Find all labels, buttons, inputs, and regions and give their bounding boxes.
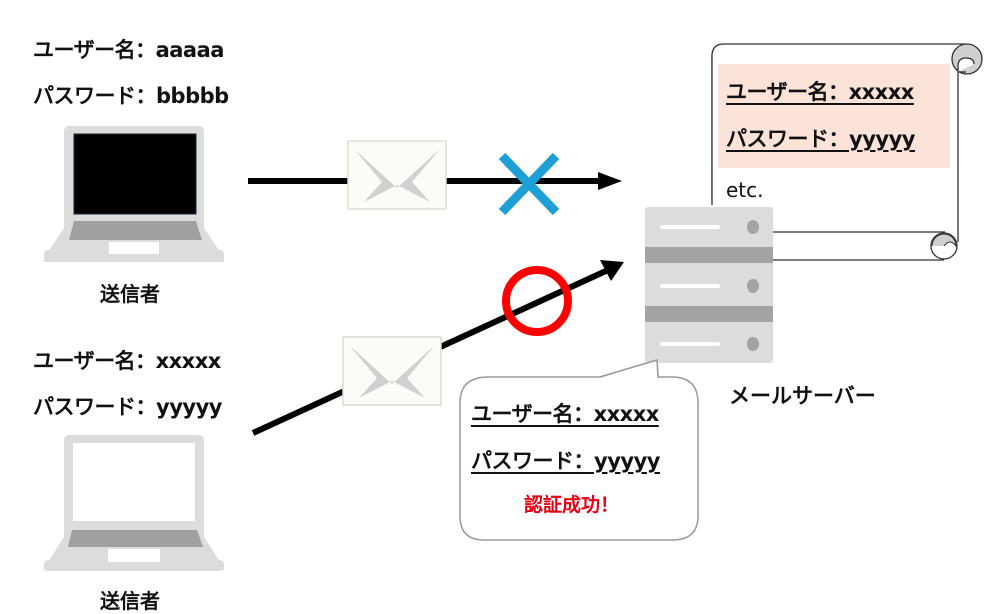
bubble-password: パスワード：yyyyy [471, 449, 660, 473]
sender1-password-label: パスワード：bbbbb [33, 84, 229, 108]
auth-success-text: 認証成功！ [524, 494, 620, 516]
scroll-username: ユーザー名：xxxxx [726, 80, 914, 104]
envelope-icon [347, 140, 447, 210]
sender2-username-label: ユーザー名：xxxxx [33, 349, 221, 373]
circle-ok-icon [502, 266, 572, 336]
laptop-icon [44, 435, 224, 571]
sender2-caption: 送信者 [100, 589, 160, 613]
sender1-username-label: ユーザー名：aaaaa [33, 38, 224, 62]
cross-icon [498, 152, 560, 216]
sender2-password-label: パスワード：yyyyy [33, 395, 222, 419]
server-caption: メールサーバー [729, 384, 876, 408]
server-icon [645, 207, 773, 363]
bubble-username: ユーザー名：xxxxx [471, 402, 659, 426]
scroll-etc: etc. [726, 178, 764, 202]
envelope-icon [342, 336, 442, 406]
scroll-password: パスワード：yyyyy [726, 127, 915, 151]
auth-speech-bubble [459, 359, 699, 541]
credential-scroll [711, 43, 983, 261]
laptop-icon [44, 126, 224, 262]
sender1-caption: 送信者 [100, 282, 160, 306]
